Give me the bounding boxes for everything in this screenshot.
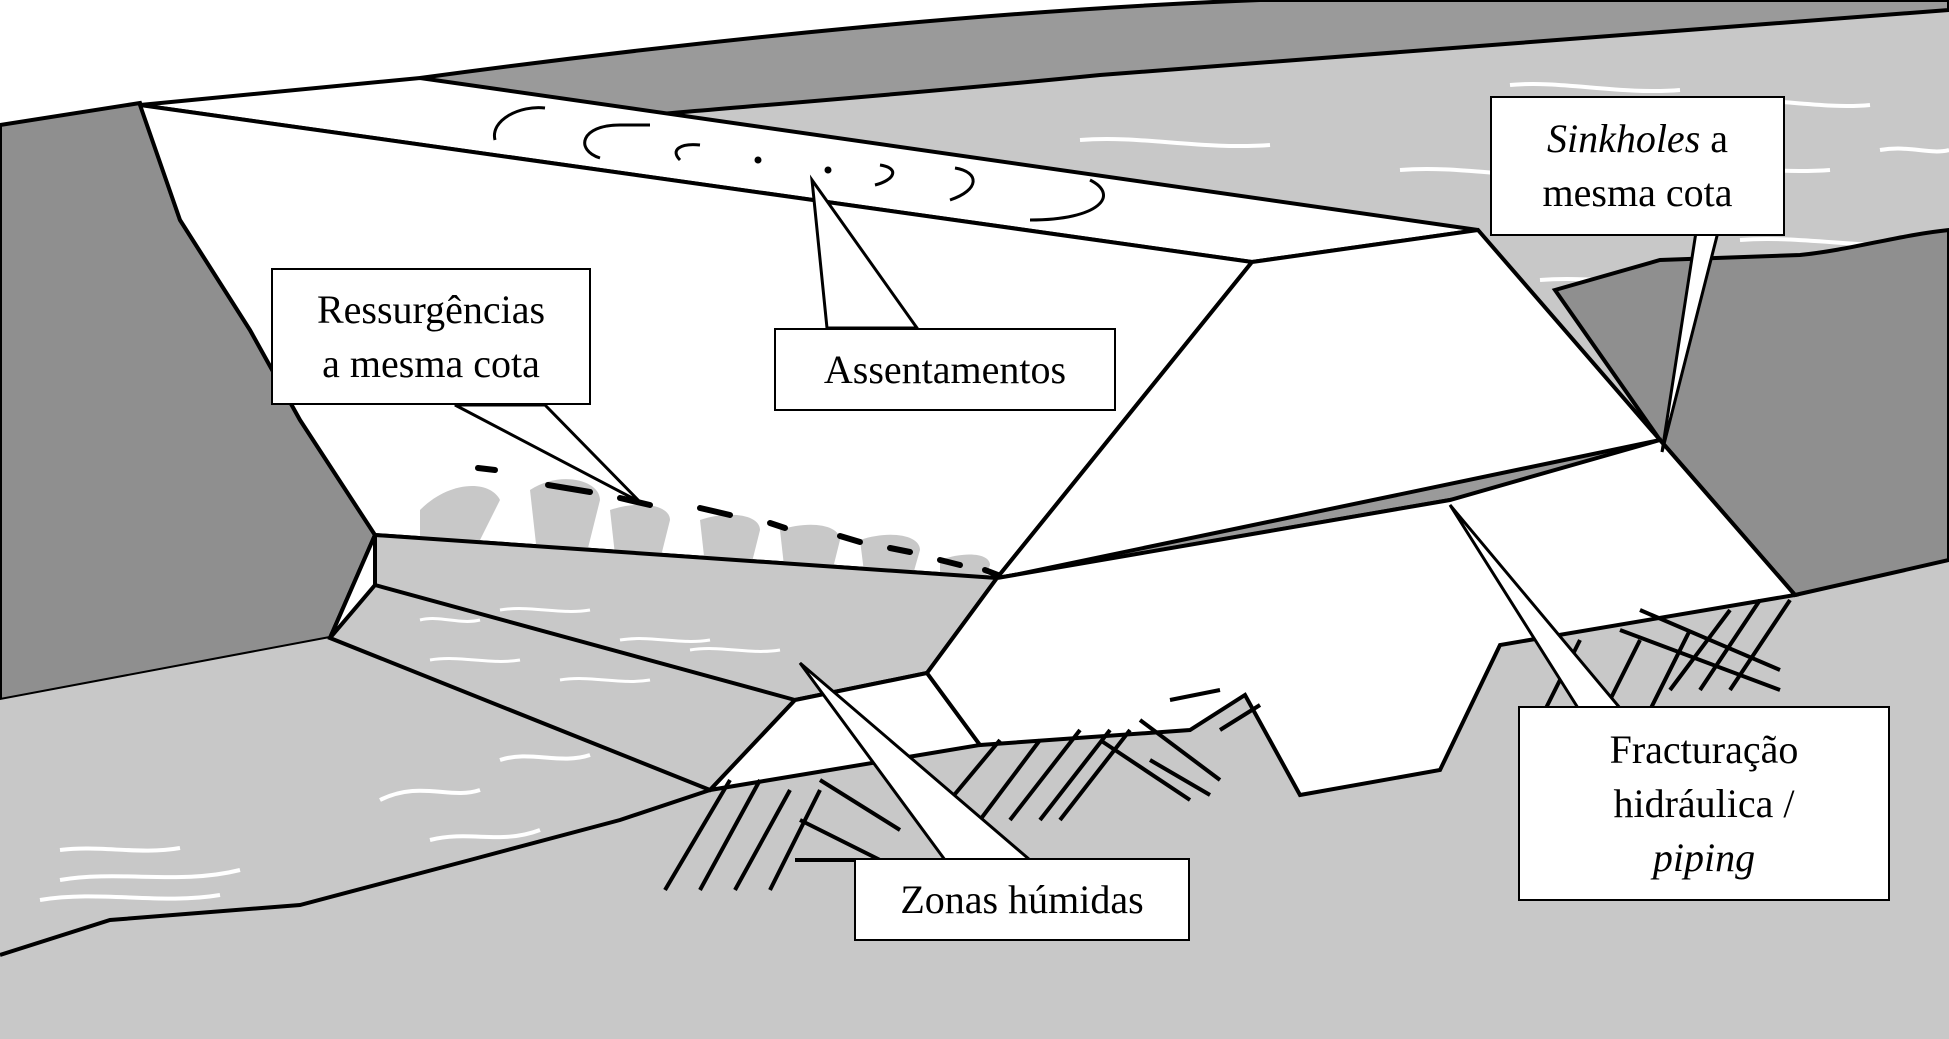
riverbank-line: [0, 788, 711, 957]
right-rock-abutment: [1551, 227, 1949, 598]
label-zonas-humidas: Zonas húmidas: [854, 858, 1190, 941]
toe-small-face: [328, 534, 377, 640]
toe-edge: [374, 583, 796, 702]
label-fracturacao-line2: hidráulica /: [1613, 780, 1795, 826]
label-ressurgencias-line2: a mesma cota: [322, 340, 540, 386]
label-sinkholes-line2: mesma cota: [1542, 170, 1733, 215]
label-sinkholes-line1: Sinkholes a: [1492, 112, 1783, 166]
label-ressurgencias: Ressurgências a mesma cota: [271, 268, 591, 405]
label-zonas-humidas-text: Zonas húmidas: [900, 876, 1144, 922]
downstream-river: [0, 638, 710, 950]
label-fracturacao: Fracturação hidráulica / piping: [1518, 706, 1890, 901]
callout-pointers: [454, 174, 1720, 862]
label-ressurgencias-line1: Ressurgências: [316, 286, 546, 332]
seepage-line: [475, 465, 1001, 578]
toe-water-marks: [419, 607, 781, 683]
label-sinkholes-rest: a: [1700, 116, 1729, 161]
label-sinkholes: Sinkholes a mesma cota: [1490, 96, 1785, 236]
label-assentamentos: Assentamentos: [774, 328, 1116, 411]
river-waves: [39, 753, 591, 902]
foundation-hatching: [663, 598, 1792, 892]
label-fracturacao-line1: Fracturação: [1609, 726, 1799, 772]
label-sinkholes-italic: Sinkholes: [1546, 116, 1701, 161]
label-fracturacao-italic: piping: [1652, 834, 1756, 880]
foundation-block: [924, 437, 1799, 798]
label-fracturacao-line3: piping: [1520, 831, 1888, 885]
settlement-curves: [493, 106, 1105, 222]
pointer-ressurgencias: [454, 403, 642, 504]
sky-area: [0, 0, 1260, 125]
reservoir-dark-band: [419, 0, 1949, 118]
label-assentamentos-text: Assentamentos: [823, 346, 1067, 392]
